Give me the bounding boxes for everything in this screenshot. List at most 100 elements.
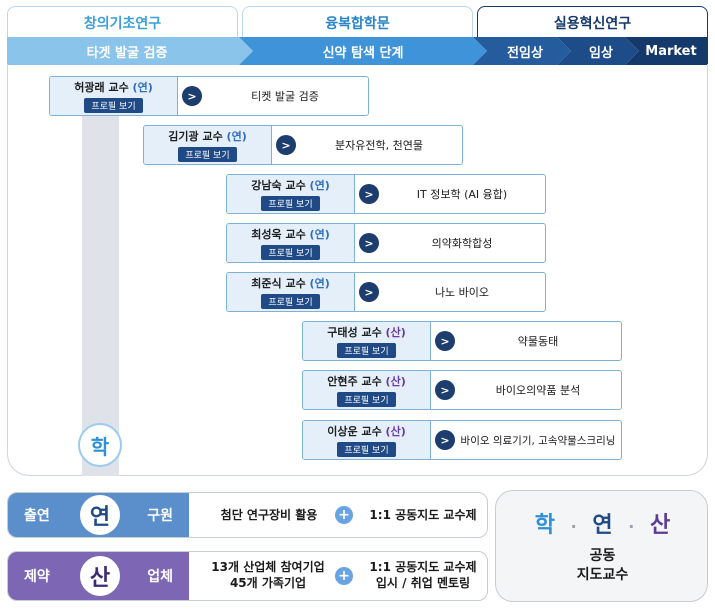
profile-button[interactable]: 프로필 보기 <box>337 343 396 358</box>
affiliation-tag: (연) <box>226 130 247 143</box>
stage-label-discovery: 신약 탐색 단계 <box>322 45 404 61</box>
stage-segment-market <box>625 37 708 65</box>
joint-advisor-summary: 학 · 연 · 산 공동 지도교수 <box>495 490 708 602</box>
affiliation-tag: (연) <box>132 81 153 94</box>
go-arrow-button[interactable]: > <box>355 273 383 311</box>
professor-name: 허광래 교수 (연) <box>74 81 153 94</box>
row-benefit-1: 13개 산업체 참여기업 45개 가족기업 <box>211 560 325 590</box>
hak-text: 학 <box>534 513 555 538</box>
go-arrow-button[interactable]: > <box>431 421 459 459</box>
professor-card: 구태성 교수 (산) 프로필 보기 > 약물동태 <box>302 321 622 361</box>
chevron-right-icon: > <box>359 184 379 204</box>
professor-name: 강남숙 교수 (연) <box>251 179 330 192</box>
go-arrow-button[interactable]: > <box>355 175 383 213</box>
research-field: 티켓 발굴 검증 <box>251 90 319 103</box>
professor-card: 이상운 교수 (산) 프로필 보기 > 바이오 의료기기, 고속약물스크리닝 <box>302 420 622 460</box>
hak-yeon-san-title: 학 · 연 · 산 <box>496 507 709 539</box>
stage-label-market: Market <box>645 43 697 59</box>
research-field: 바이오의약품 분석 <box>495 384 581 397</box>
affiliation-tag: (연) <box>309 179 330 192</box>
go-arrow-button[interactable]: > <box>355 224 383 262</box>
professor-info: 최성욱 교수 (연) 프로필 보기 <box>227 224 355 262</box>
profile-button[interactable]: 프로필 보기 <box>337 442 396 457</box>
joint-advisor-label: 공동 지도교수 <box>576 548 629 583</box>
phase-label: 창의기초연구 <box>83 15 162 32</box>
phase-practical-innovation: 실용혁신연구 <box>477 6 708 38</box>
professor-name: 최준식 교수 (연) <box>251 277 330 290</box>
affiliation-tag: (연) <box>309 228 330 241</box>
phase-convergence: 융복합학문 <box>242 6 473 38</box>
professor-info: 구태성 교수 (산) 프로필 보기 <box>303 322 431 360</box>
affiliation-tag: (산) <box>385 375 406 388</box>
research-field: 나노 바이오 <box>434 286 490 299</box>
profile-button[interactable]: 프로필 보기 <box>84 98 143 113</box>
chevron-right-icon: > <box>435 430 455 450</box>
go-arrow-button[interactable]: > <box>272 126 300 164</box>
professor-card: 안현주 교수 (산) 프로필 보기 > 바이오의약품 분석 <box>302 370 622 410</box>
row-left-text: 출연 <box>24 508 50 524</box>
academy-column <box>82 76 119 476</box>
professor-info: 김기광 교수 (연) 프로필 보기 <box>144 126 272 164</box>
row-benefit-2: 1:1 공동지도 교수제 <box>369 508 477 522</box>
profile-button[interactable]: 프로필 보기 <box>261 294 320 309</box>
professor-card: 최준식 교수 (연) 프로필 보기 > 나노 바이오 <box>226 272 546 312</box>
professor-name: 이상운 교수 (산) <box>327 425 406 438</box>
profile-button[interactable]: 프로필 보기 <box>261 196 320 211</box>
phase-label: 융복합학문 <box>325 15 390 32</box>
professor-card: 김기광 교수 (연) 프로필 보기 > 분자유전학, 천연물 <box>143 125 463 165</box>
stage-label-preclinical: 전임상 <box>507 45 543 61</box>
go-arrow-button[interactable]: > <box>178 77 206 115</box>
stage-segment-discovery <box>239 37 487 65</box>
professor-info: 강남숙 교수 (연) 프로필 보기 <box>227 175 355 213</box>
chevron-right-icon: > <box>435 380 455 400</box>
chevron-right-icon: > <box>359 233 379 253</box>
professor-info: 최준식 교수 (연) 프로필 보기 <box>227 273 355 311</box>
research-field: IT 정보학 (AI 융합) <box>416 188 508 201</box>
professor-card: 최성욱 교수 (연) 프로필 보기 > 의약화학합성 <box>226 223 546 263</box>
row-left-text: 제약 <box>24 569 50 585</box>
stage-segment-clinical <box>557 37 639 65</box>
professor-card: 허광래 교수 (연) 프로필 보기 > 티켓 발굴 검증 <box>49 76 369 116</box>
professor-info: 이상운 교수 (산) 프로필 보기 <box>303 421 431 459</box>
affiliation-tag: (연) <box>309 277 330 290</box>
row-right-text: 구원 <box>147 508 173 524</box>
go-arrow-button[interactable]: > <box>431 322 459 360</box>
plus-icon: + <box>335 506 353 524</box>
dot-separator: · <box>570 517 577 536</box>
stage-segment-preclinical <box>473 37 571 65</box>
professor-name: 김기광 교수 (연) <box>168 130 247 143</box>
professor-info: 허광래 교수 (연) 프로필 보기 <box>50 77 178 115</box>
san-text: 산 <box>650 513 671 538</box>
research-field: 의약화학합성 <box>431 237 493 250</box>
chevron-right-icon: > <box>276 135 296 155</box>
affiliation-tag: (산) <box>385 425 406 438</box>
professor-name: 안현주 교수 (산) <box>327 375 406 388</box>
profile-button[interactable]: 프로필 보기 <box>261 245 320 260</box>
phase-creative-basic: 창의기초연구 <box>7 6 238 38</box>
affiliation-tag: (산) <box>385 326 406 339</box>
research-field: 분자유전학, 천연물 <box>335 139 423 152</box>
profile-button[interactable]: 프로필 보기 <box>178 147 237 162</box>
professor-card: 강남숙 교수 (연) 프로필 보기 > IT 정보학 (AI 융합) <box>226 174 546 214</box>
profile-button[interactable]: 프로필 보기 <box>337 392 396 407</box>
go-arrow-button[interactable]: > <box>431 371 459 409</box>
chevron-right-icon: > <box>435 331 455 351</box>
professors-frame <box>7 64 708 476</box>
yeon-text: 연 <box>592 513 613 538</box>
stage-segment-target <box>7 37 253 65</box>
stage-arrow-bar <box>7 37 708 65</box>
professor-name: 구태성 교수 (산) <box>327 326 406 339</box>
plus-icon: + <box>335 567 353 585</box>
row-benefit-1: 첨단 연구장비 활용 <box>220 508 318 522</box>
hak-circle: 학 <box>78 423 122 467</box>
chevron-right-icon: > <box>359 282 379 302</box>
research-field: 바이오 의료기기, 고속약물스크리닝 <box>460 434 616 447</box>
professor-name: 최성욱 교수 (연) <box>251 228 330 241</box>
san-circle: 산 <box>78 554 122 598</box>
row-right-text: 업체 <box>147 569 173 585</box>
research-field: 약물동태 <box>517 335 559 348</box>
stage-label-clinical: 임상 <box>589 45 613 61</box>
stage-label-target: 타겟 발굴 검증 <box>86 45 168 61</box>
chevron-right-icon: > <box>182 86 202 106</box>
phase-label: 실용혁신연구 <box>553 15 632 32</box>
